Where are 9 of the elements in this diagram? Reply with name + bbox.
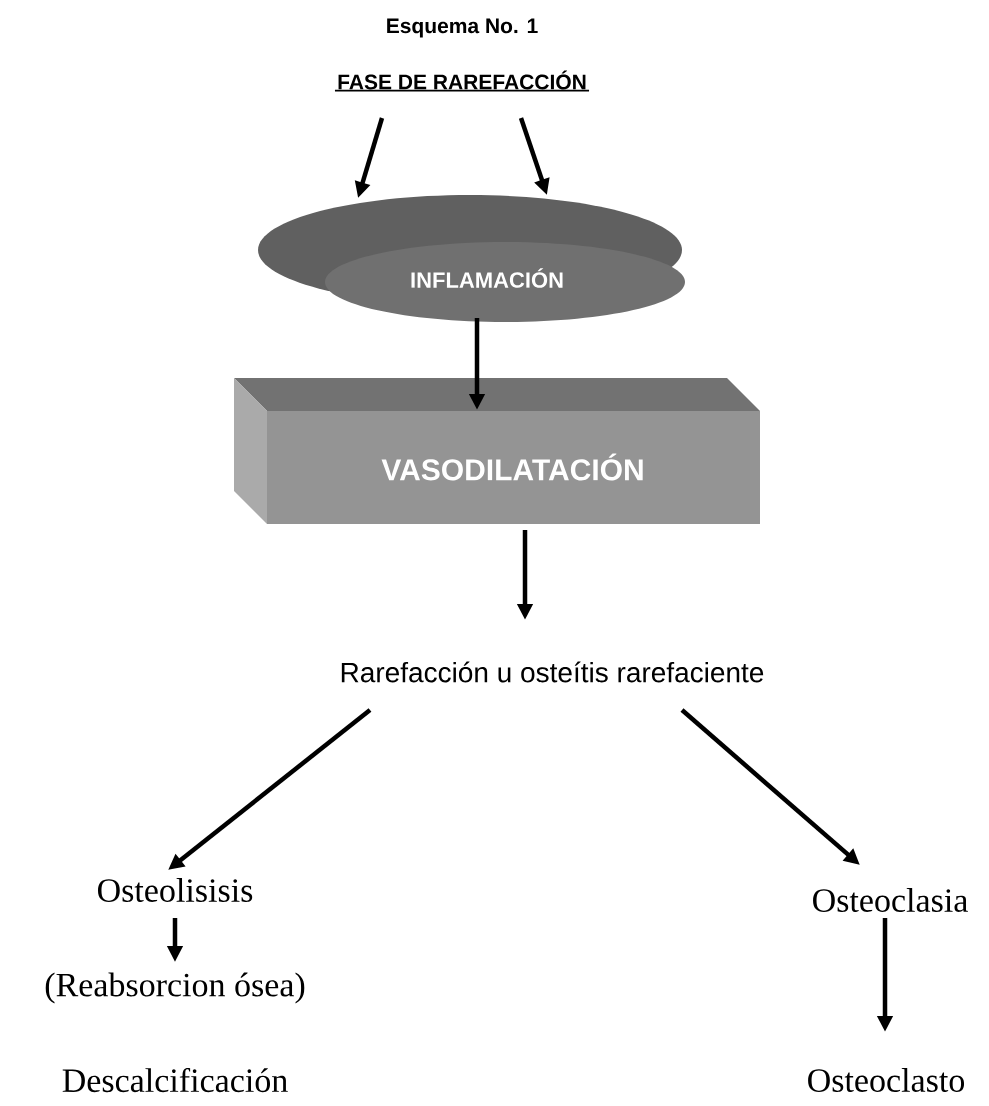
process-text: Rarefacción u osteítis rarefaciente [341,661,764,683]
process-text: (Reabsorcion ósea) [45,972,305,1004]
process-text: Osteolisisis [98,878,253,902]
underlined-heading: FASE DE RAREFACCIÓN [334,70,590,92]
label-text: Descalcificación [62,1067,288,1093]
process-text: Osteoclasia [813,888,968,912]
process-text: Osteoclasto [808,1068,965,1092]
process-box: VASODILATACIÓN [234,378,760,524]
heading: Esquema No. 1 [387,18,538,38]
